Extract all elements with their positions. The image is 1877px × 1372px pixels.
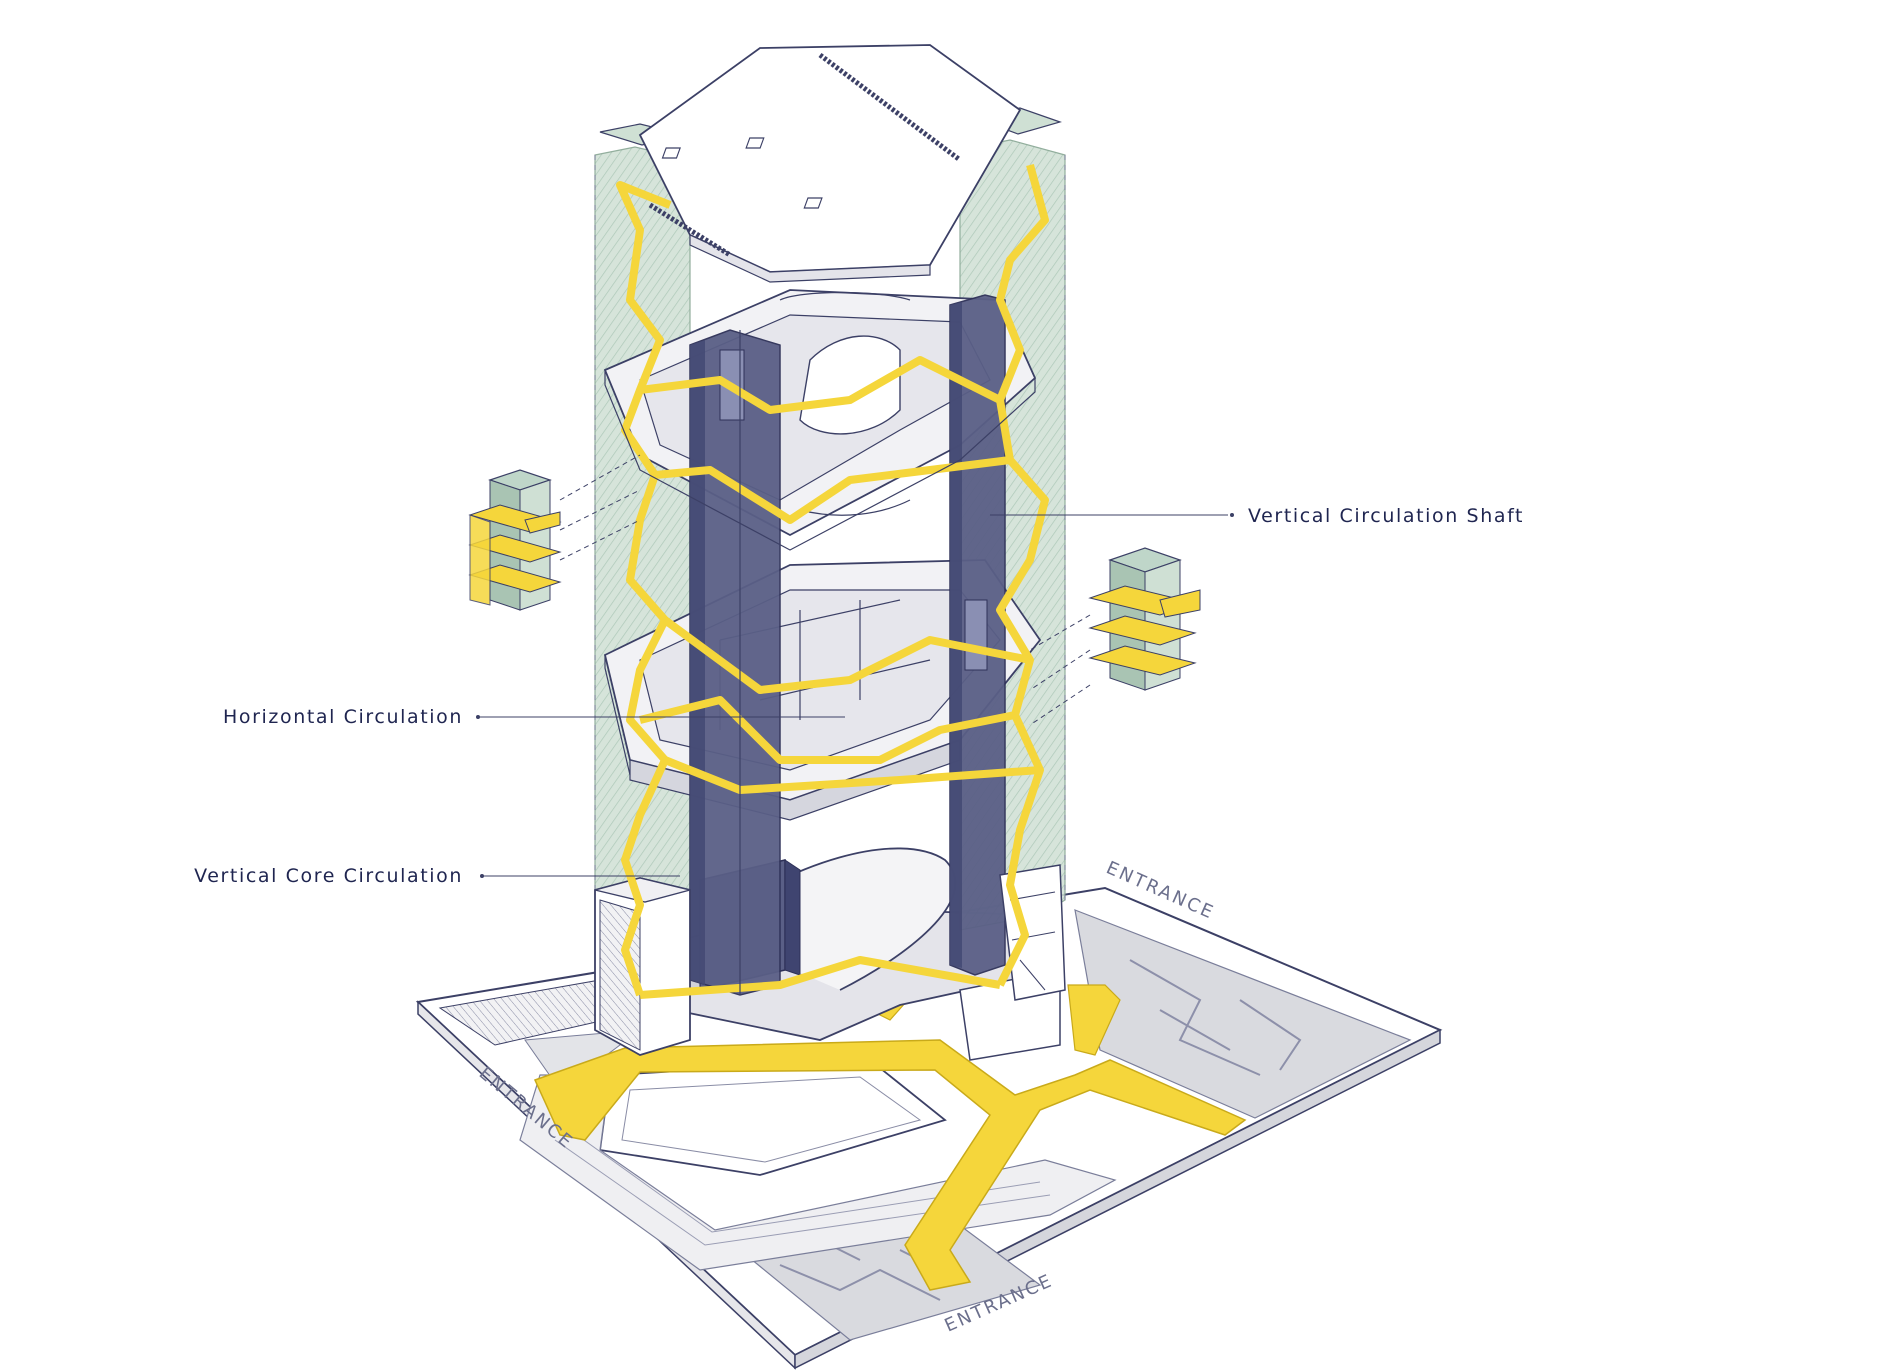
leader-dot-icon (480, 874, 484, 878)
label-horizontal-circulation: Horizontal Circulation (223, 706, 463, 728)
label-vertical-circulation-shaft: Vertical Circulation Shaft (1248, 505, 1524, 527)
stair-module-icon (1090, 548, 1200, 690)
leader-dot-icon (476, 715, 480, 719)
leader-dot-icon (1230, 513, 1234, 517)
annotation-vertical-shaft: Vertical Circulation Shaft (990, 505, 1524, 527)
stair-module-icon (470, 470, 560, 610)
label-vertical-core-circulation: Vertical Core Circulation (194, 865, 463, 887)
